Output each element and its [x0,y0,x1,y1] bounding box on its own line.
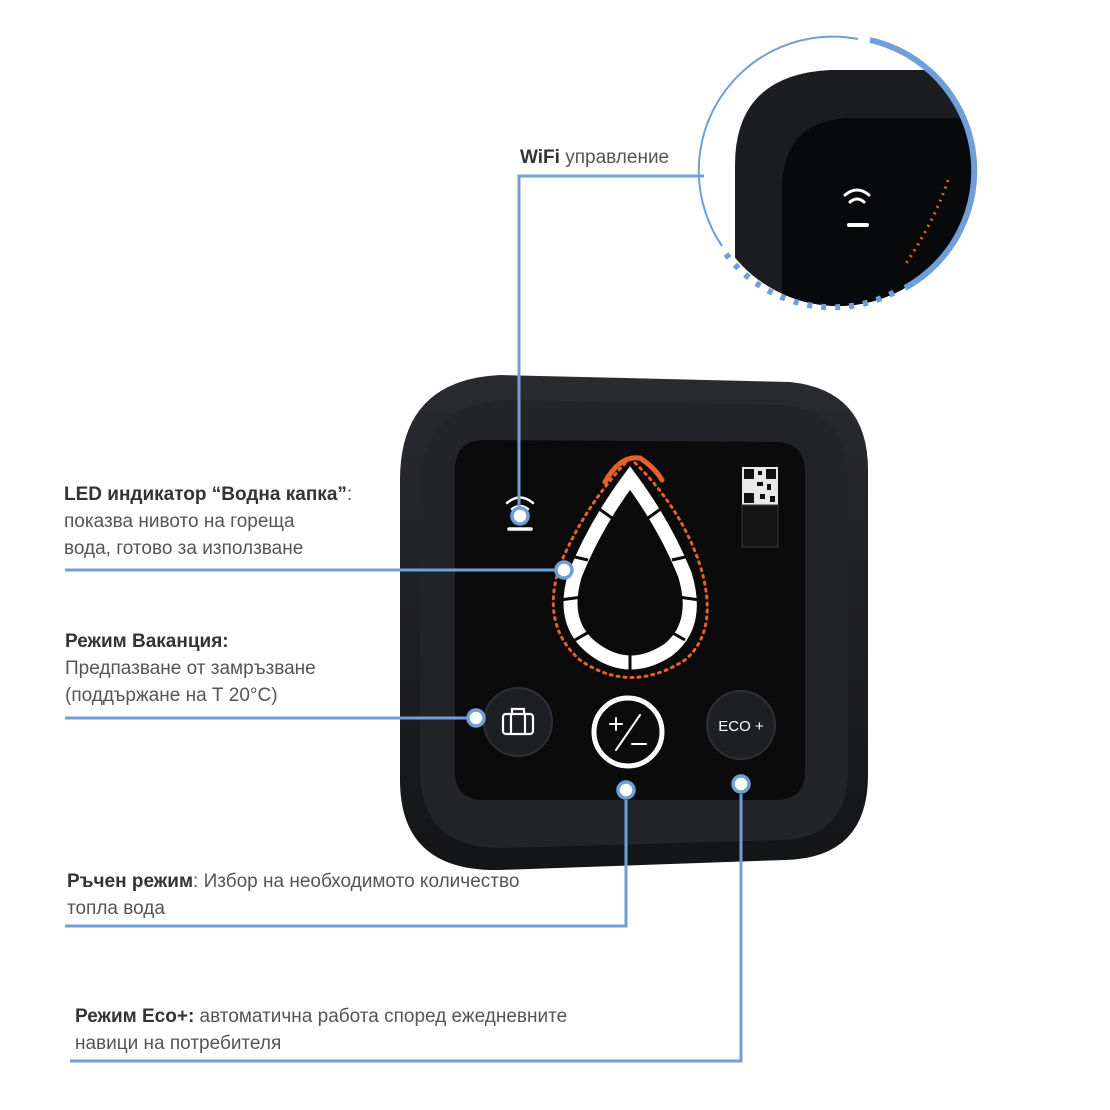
drop-top-arc [602,455,665,485]
vacation-mode-button[interactable] [483,687,553,757]
manual-mode-button[interactable] [591,695,665,769]
wifi-icon [843,188,871,227]
drop-inner [582,495,678,649]
callout-wifi-text: управление [559,147,670,168]
callout-eco: Режим Eco+: автоматична работа според еж… [75,1003,567,1057]
callout-wifi-title: WiFi [520,147,560,168]
callout-led: LED индикатор “Водна капка”: показва нив… [64,481,352,562]
leader-manual [65,800,628,928]
plus-minus-icon [609,714,647,751]
eco-mode-button[interactable]: ECO + [706,690,776,760]
zoom-ring-thin [697,35,859,247]
endpoint-manual [616,780,636,800]
callout-wifi: WiFi управление [520,144,669,171]
callout-vacation-line2: Предпазване от замръзване [65,658,316,679]
suitcase-icon [501,707,535,736]
callout-led-title: LED индикатор “Водна капка” [64,484,347,505]
callout-eco-title: Режим Eco+: [75,1006,195,1027]
endpoint-eco [731,774,751,794]
callout-led-line3: вода, готово за използване [64,538,304,559]
endpoint-wifi [510,506,530,526]
callout-vacation: Режим Ваканция: Предпазване от замръзван… [65,628,316,709]
callout-eco-line2: навици на потребителя [75,1033,282,1054]
callout-led-suffix: : [346,484,353,505]
callout-eco-text: автоматична работа според ежедневните [194,1006,568,1027]
callout-manual: Ръчен режим: Избор на необходимото колич… [67,868,519,922]
control-panel-device: ECO + [400,375,868,871]
callout-led-line2: показва нивото на гореща [64,511,295,532]
water-drop-indicator [551,455,709,679]
callout-manual-line2: топла вода [67,898,165,919]
endpoint-led [554,560,574,580]
callout-manual-text: : Избор на необходимото количество [193,871,520,892]
zoom-drop-outline [903,179,950,266]
leader-lines [65,174,743,1063]
eco-button-label: ECO + [718,718,764,735]
endpoint-vacation [466,708,486,728]
leader-wifi [517,174,704,510]
zoom-ring-solid [869,37,978,291]
leader-endpoints [466,506,751,800]
wifi-zoom-view [697,35,978,311]
leader-eco [70,794,743,1063]
drop-dotted-outline [551,455,709,679]
callout-vacation-line3: (поддържане на Т 20°С) [65,685,278,706]
qr-code-icon [741,467,779,548]
callout-manual-title: Ръчен режим [67,871,194,892]
callout-vacation-title: Режим Ваканция: [65,631,229,652]
zoom-device-screen [782,118,972,306]
